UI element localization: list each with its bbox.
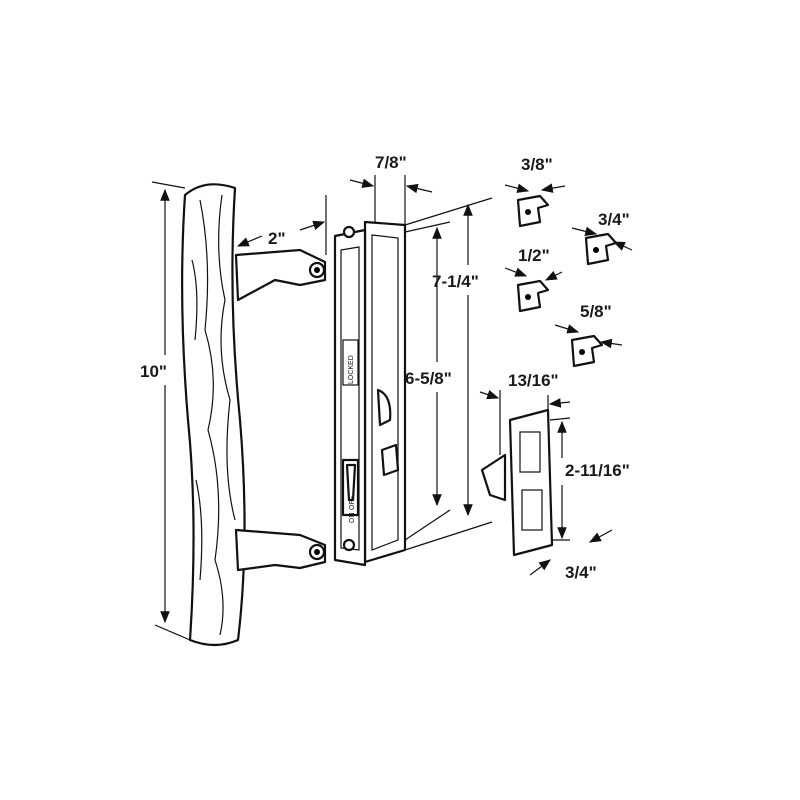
handle (181, 183, 246, 647)
locked-label: LOCKED (348, 355, 355, 384)
bottom-bracket (234, 528, 327, 572)
dim-handle-offset: 2" (268, 229, 286, 248)
dim-keeper-c: 1/2" (518, 246, 550, 265)
top-bracket (234, 248, 327, 302)
dim-hole-spacing: 6-5/8" (405, 369, 452, 388)
lock-body: LOCKED ON OFF (333, 220, 407, 567)
dim-strike-depth: 3/4" (565, 563, 597, 582)
dim-strike-height: 2-11/16" (565, 461, 630, 480)
dimension-lines (151, 175, 633, 641)
strike (480, 408, 554, 557)
dim-lock-overall-height: 7-1/4" (432, 272, 479, 291)
dim-keeper-d: 5/8" (580, 302, 612, 321)
on-label: ON (349, 513, 356, 524)
dim-keeper-a: 3/8" (521, 155, 553, 174)
dim-lock-thickness: 7/8" (375, 153, 407, 172)
off-label: OFF (349, 496, 356, 510)
dim-strike-width: 13/16" (508, 371, 559, 390)
dim-keeper-b: 3/4" (598, 210, 630, 229)
keepers (516, 194, 618, 368)
dim-handle-length: 10" (140, 362, 167, 381)
